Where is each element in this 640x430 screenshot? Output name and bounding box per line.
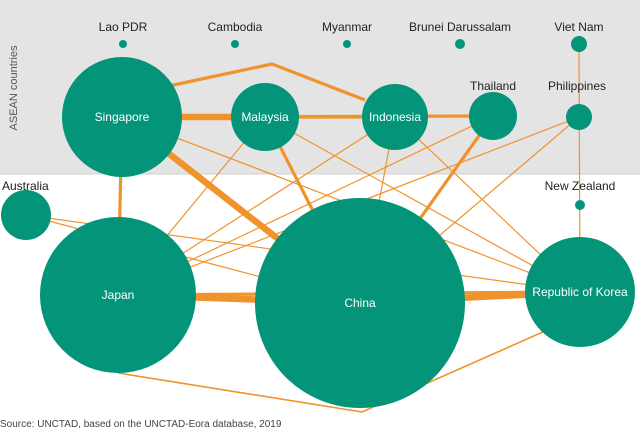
node-malaysia — [231, 83, 299, 151]
node-indonesia — [362, 84, 428, 150]
node-thailand — [469, 92, 517, 140]
node-label-indonesia: Indonesia — [369, 110, 421, 124]
node-korea — [525, 237, 635, 347]
node-china — [255, 198, 465, 408]
node-philippines — [566, 104, 592, 130]
node-label-philippines: Philippines — [548, 79, 606, 93]
node-label-cambodia: Cambodia — [208, 20, 263, 34]
node-label-korea: Republic of Korea — [532, 285, 628, 299]
node-brunei — [455, 39, 465, 49]
node-label-lao: Lao PDR — [99, 20, 148, 34]
node-japan — [40, 217, 196, 373]
link-singapore-thailand — [120, 114, 495, 119]
node-label-vietnam: Viet Nam — [554, 20, 603, 34]
node-australia — [1, 190, 51, 240]
link-singapore-indonesia-arc — [149, 62, 366, 102]
source-note: Source: UNCTAD, based on the UNCTAD-Eora… — [0, 419, 282, 430]
node-label-thailand: Thailand — [470, 79, 516, 93]
node-myanmar — [343, 40, 351, 48]
link-malaysia-korea — [264, 116, 581, 293]
node-singapore — [62, 57, 182, 177]
asean-band-title: ASEAN countries — [8, 45, 20, 130]
node-label-newzealand: New Zealand — [545, 179, 616, 193]
node-label-china: China — [344, 296, 376, 310]
node-cambodia — [231, 40, 239, 48]
node-label-myanmar: Myanmar — [322, 20, 372, 34]
node-label-malaysia: Malaysia — [241, 110, 289, 124]
node-label-australia: Australia — [2, 179, 49, 193]
node-lao — [119, 40, 127, 48]
node-newzealand — [575, 200, 585, 210]
node-label-singapore: Singapore — [95, 110, 150, 124]
node-label-brunei: Brunei Darussalam — [409, 20, 511, 34]
link-japan-korea-bottom — [117, 319, 571, 413]
node-label-japan: Japan — [102, 288, 135, 302]
nodes-layer: Lao PDR Cambodia Myanmar Brunei Darussalam V… — [1, 20, 635, 408]
node-vietnam — [571, 36, 587, 52]
